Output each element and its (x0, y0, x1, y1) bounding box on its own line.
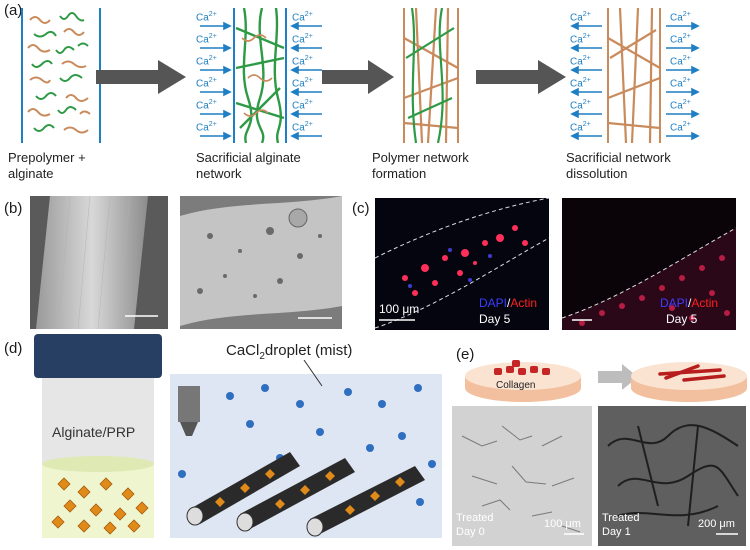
ca-ions-right-step2: Ca2+ Ca2+ Ca2+ Ca2+ Ca2+ Ca2+ (292, 11, 313, 134)
day-label-left: Day 5 (479, 312, 511, 326)
day1-scale-bar: 200 μm (698, 518, 735, 530)
prepolymer-alginate-diagram (21, 8, 101, 143)
process-arrow-2 (322, 60, 394, 94)
step1-caption: Prepolymer + alginate (8, 150, 86, 181)
panel-c-label: (c) (352, 200, 370, 217)
day1-line1: Treated (602, 512, 640, 524)
sacrificial-network-dissolution-diagram (607, 8, 661, 143)
microscopy-treated-day1: Treated Day 1 200 μm (598, 406, 746, 546)
collagen-dish-before (465, 360, 581, 402)
stain-label-right: DAPI/Actin (660, 296, 719, 310)
mist-pointer-line (303, 360, 323, 387)
sem-image-fiber-surface (30, 196, 168, 329)
step2-caption: Sacrificial alginate network (196, 150, 301, 181)
panel-d-label: (d) (4, 340, 23, 357)
microscopy-treated-day0: Treated Day 0 100 μm (452, 406, 592, 546)
sacrificial-alginate-network-diagram (233, 8, 287, 143)
day0-line1: Treated (456, 512, 494, 524)
sem-image-porous-surface (180, 196, 342, 329)
ca-arrows-left-step2 (200, 21, 232, 141)
ca-ions-left-step4: Ca2+ Ca2+ Ca2+ Ca2+ Ca2+ Ca2+ (570, 11, 591, 134)
ca-arrows-right-step2 (290, 21, 322, 141)
process-arrow-1 (96, 60, 186, 94)
collagen-dish-after (631, 362, 747, 402)
jar-label: Alginate/PRP (52, 424, 136, 440)
polymer-network-formation-diagram (403, 8, 459, 143)
ca-arrows-right-step4 (666, 21, 700, 141)
fluorescence-image-left: 100 μm DAPI/Actin Day 5 (375, 198, 549, 330)
ca-ions-left-step2: Ca2+ Ca2+ Ca2+ Ca2+ Ca2+ Ca2+ (196, 11, 217, 134)
ca-arrows-left-step4 (570, 21, 602, 141)
mist-label: CaCl2droplet (mist) (226, 342, 353, 362)
panel-a-label: (a) (4, 2, 23, 19)
dish-transition-arrow (598, 364, 638, 390)
panel-e-label: (e) (456, 346, 475, 363)
process-arrow-3 (476, 60, 566, 94)
day0-line2: Day 0 (456, 526, 485, 538)
collagen-label: Collagen (496, 380, 536, 391)
day-label-right: Day 5 (666, 312, 698, 326)
mist-chamber (170, 374, 442, 538)
scale-bar-label: 100 μm (379, 302, 420, 316)
stain-label-left: DAPI/Actin (479, 296, 538, 310)
alginate-prp-jar (34, 334, 162, 538)
ca-ions-right-step4: Ca2+ Ca2+ Ca2+ Ca2+ Ca2+ Ca2+ (670, 11, 691, 134)
day1-line2: Day 1 (602, 526, 631, 538)
day0-scale-bar: 100 μm (544, 518, 581, 530)
step3-caption: Polymer network formation (372, 150, 469, 181)
panel-b-label: (b) (4, 200, 23, 217)
step4-caption: Sacrificial network dissolution (566, 150, 671, 181)
fluorescence-image-right: DAPI/Actin Day 5 (562, 198, 736, 330)
